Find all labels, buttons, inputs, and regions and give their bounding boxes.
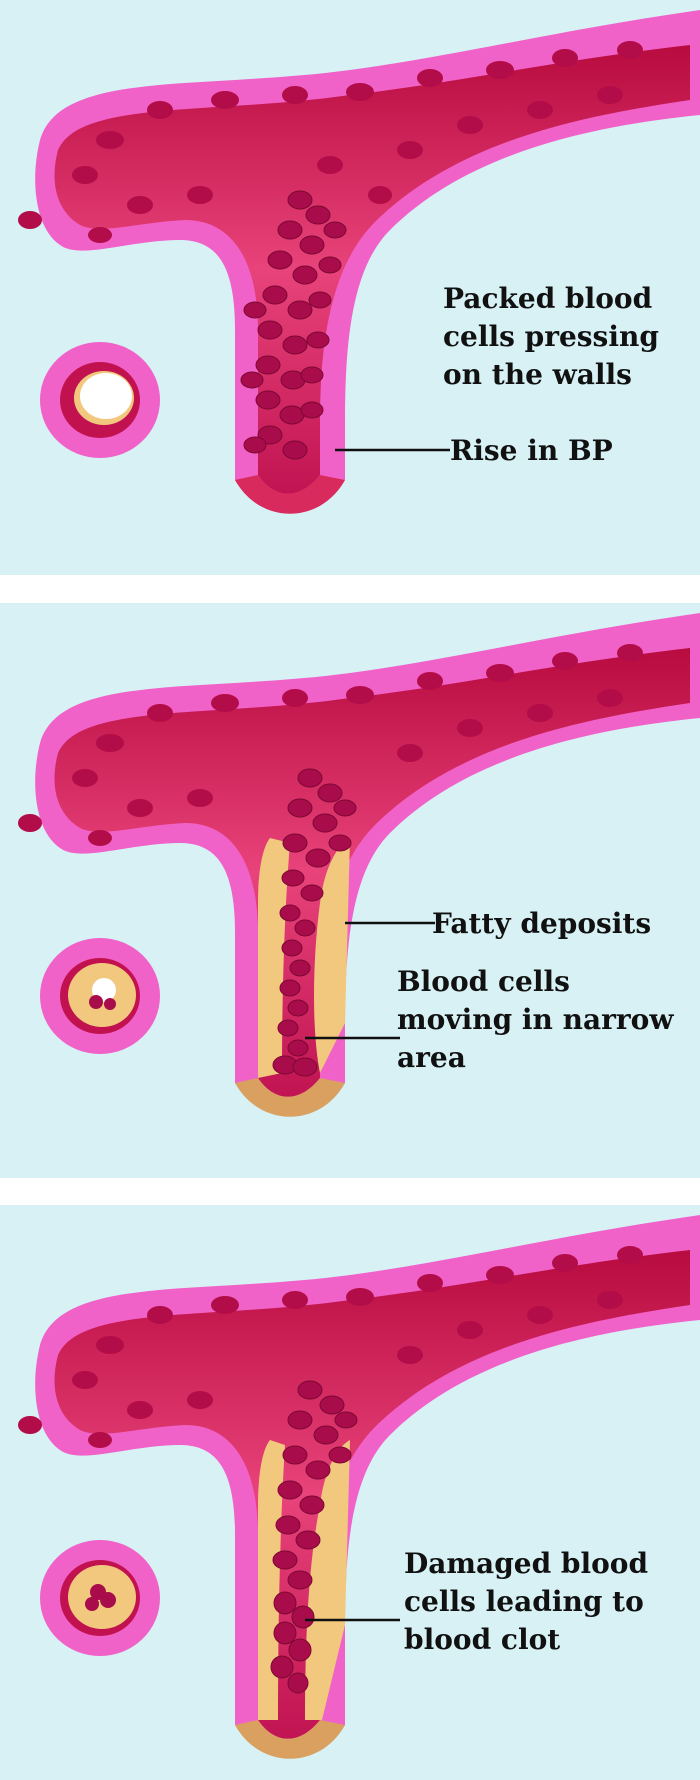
label-damaged-cells: Damaged blood cells leading to blood clo… <box>404 1547 649 1656</box>
wall-cells <box>18 644 643 846</box>
vessel-cut-face <box>235 1720 345 1759</box>
cross-section-1 <box>40 342 160 458</box>
vessel-cut-face <box>235 1078 345 1117</box>
label-blood-cells-narrow: Blood cells moving in narrow area <box>397 965 674 1074</box>
label-packed-cells: Packed blood cells pressing on the walls <box>443 282 659 391</box>
label-rise-in-bp: Rise in BP <box>450 434 613 467</box>
panel-blood-clot: Damaged blood cells leading to blood clo… <box>0 1205 700 1780</box>
vessel-cut-face <box>235 475 345 514</box>
wall-cells <box>18 41 643 243</box>
cross-section-2 <box>40 938 160 1054</box>
damaged-blood-cells <box>270 1380 358 1694</box>
vessel-lumen <box>54 1250 690 1739</box>
fatty-deposit-layer <box>258 1440 350 1720</box>
artery-illustration <box>18 613 700 1117</box>
blood-cells-narrow <box>272 768 357 1077</box>
vessel-lumen <box>54 45 690 494</box>
wall-cells <box>18 1246 643 1448</box>
panel-normal-packed-cells: Packed blood cells pressing on the walls… <box>0 0 700 575</box>
panel-fatty-deposits: Fatty deposits Blood cells moving in nar… <box>0 603 700 1178</box>
vessel-lumen <box>54 648 690 1097</box>
artery-illustration <box>18 10 700 514</box>
fatty-deposit-layer <box>258 838 350 1078</box>
artery-illustration <box>18 1215 700 1759</box>
cross-section-3 <box>40 1540 160 1656</box>
label-fatty-deposits: Fatty deposits <box>432 907 652 940</box>
packed-blood-cells <box>240 190 347 460</box>
